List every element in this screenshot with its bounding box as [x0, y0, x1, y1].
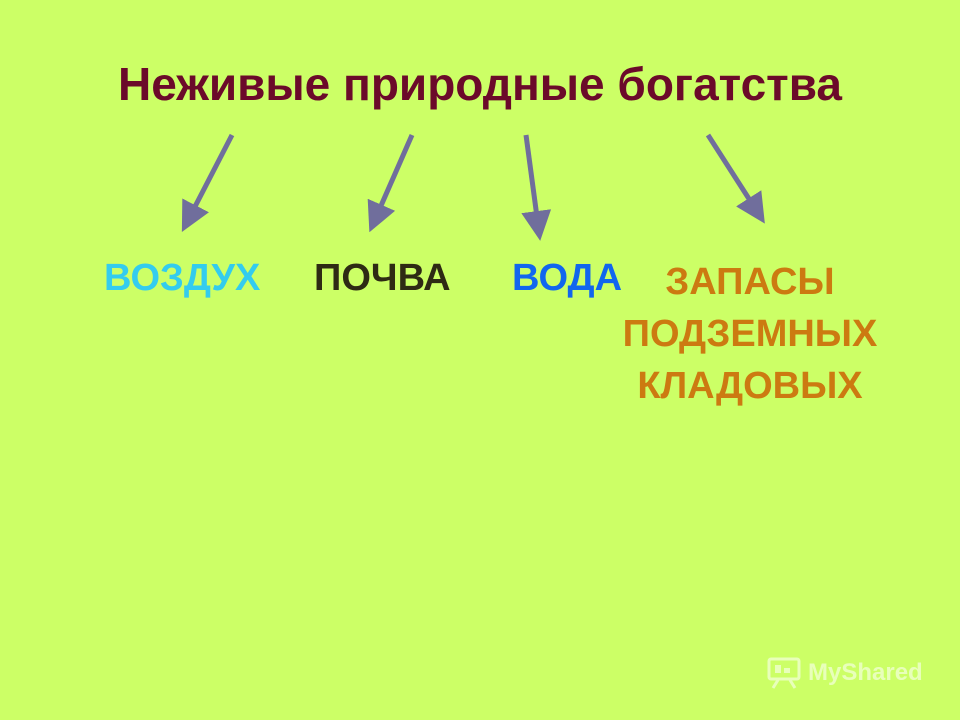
item-underground-reserves: ЗАПАСЫ ПОДЗЕМНЫХ КЛАДОВЫХ	[590, 256, 910, 412]
reserves-line-3: КЛАДОВЫХ	[637, 365, 863, 407]
arrow-to-water	[521, 134, 552, 241]
reserves-line-1: ЗАПАСЫ	[665, 261, 835, 303]
item-soil: ПОЧВА	[314, 257, 451, 299]
reserves-line-2: ПОДЗЕМНЫХ	[622, 313, 878, 355]
item-water: ВОДА	[512, 257, 623, 299]
slide-title: Неживые природные богатства	[118, 58, 842, 110]
arrow-to-soil	[367, 133, 415, 233]
watermark: MyShared	[766, 655, 923, 691]
presentation-board-icon	[767, 657, 801, 689]
item-air: ВОЗДУХ	[104, 257, 261, 299]
arrow-to-reserves	[705, 133, 765, 224]
arrow-to-air	[181, 133, 235, 232]
watermark-text: MyShared	[808, 659, 923, 686]
